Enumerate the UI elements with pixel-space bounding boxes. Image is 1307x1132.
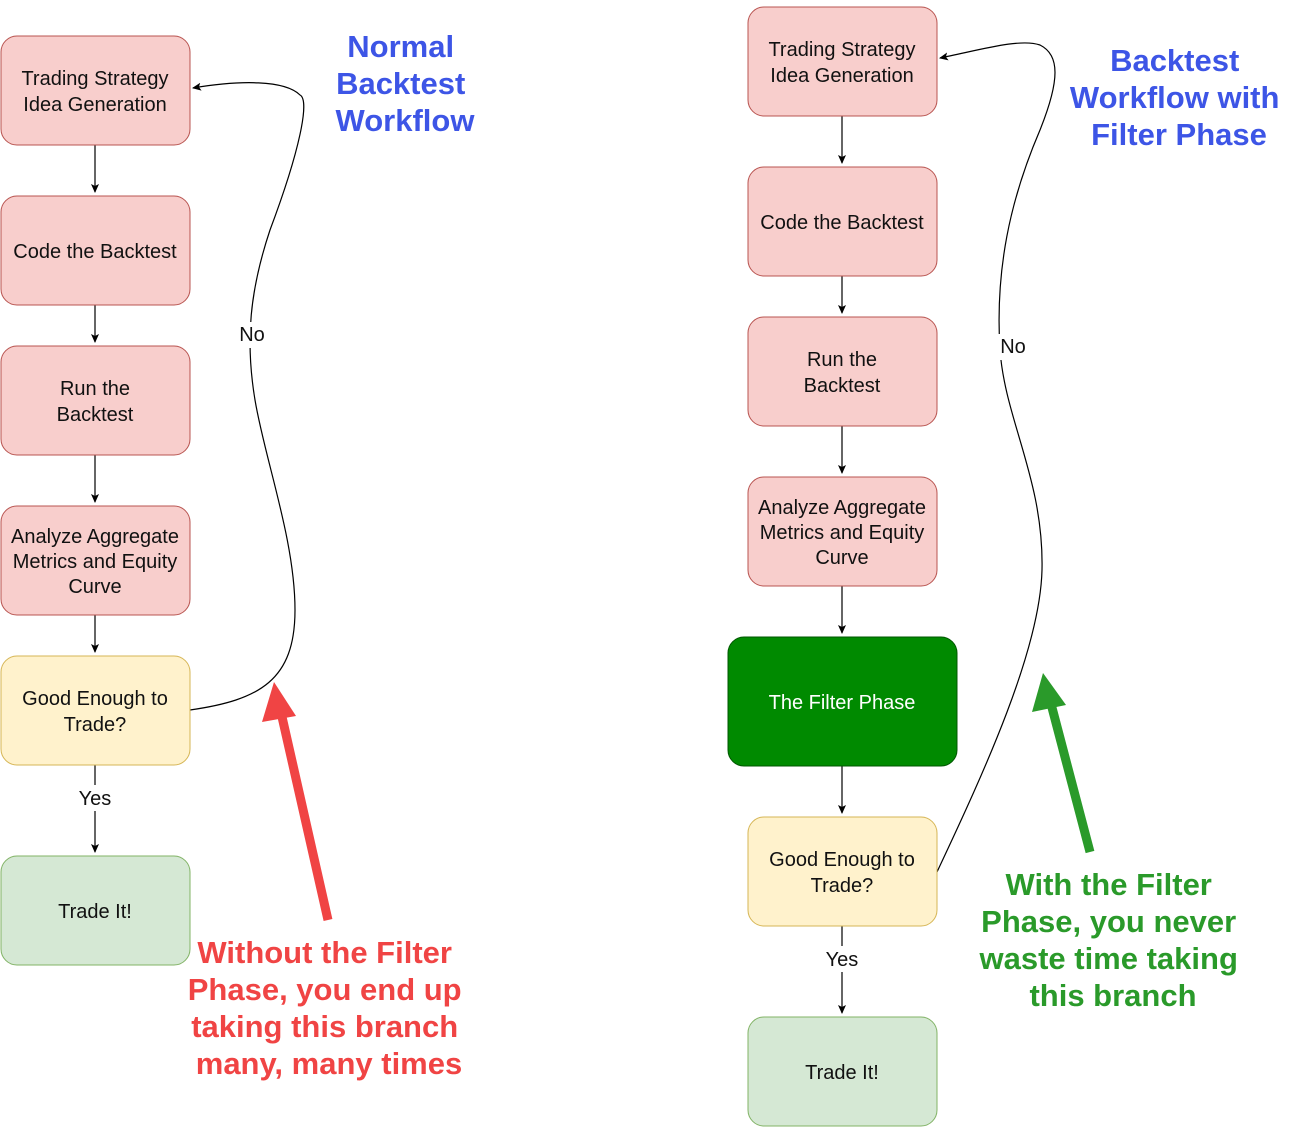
no-label-bg [236, 322, 268, 348]
yes-label: Yes [79, 788, 112, 810]
no-label-bg-right [997, 334, 1029, 360]
svg-text:Trade It!: Trade It! [805, 1062, 879, 1084]
green-annotation-arrow [1032, 673, 1095, 854]
loop-no-edge-right [936, 42, 1056, 873]
yes-label-bg [80, 785, 112, 811]
node-filter-phase: The Filter Phase [727, 636, 958, 767]
right-title: Backtest Workflow with Filter Phase [1070, 43, 1288, 152]
node-code-backtest: Code the Backtest [0, 195, 191, 306]
loop-no-edge [189, 82, 305, 711]
svg-text:Code the Backtest: Code the Backtest [13, 241, 177, 263]
no-label-right: No [1000, 336, 1026, 358]
svg-text:Trade It!: Trade It! [58, 901, 132, 923]
svg-text:Code the Backtest: Code the Backtest [760, 212, 924, 234]
no-label: No [239, 324, 265, 346]
right-annotation: With the Filter Phase, you never waste t… [978, 867, 1246, 1013]
left-title: Normal Backtest Workflow [336, 29, 476, 138]
left-annotation: Without the Filter Phase, you end up tak… [188, 935, 471, 1081]
node-trade-it: Trade It! [0, 855, 191, 966]
yes-label-bg-right [827, 946, 859, 972]
node-code-backtest-right: Code the Backtest [747, 166, 938, 277]
node-trade-it-right: Trade It! [747, 1016, 938, 1127]
red-annotation-arrow [262, 682, 333, 921]
svg-text:The Filter Phase: The Filter Phase [769, 692, 916, 714]
yes-label-right: Yes [826, 949, 859, 971]
